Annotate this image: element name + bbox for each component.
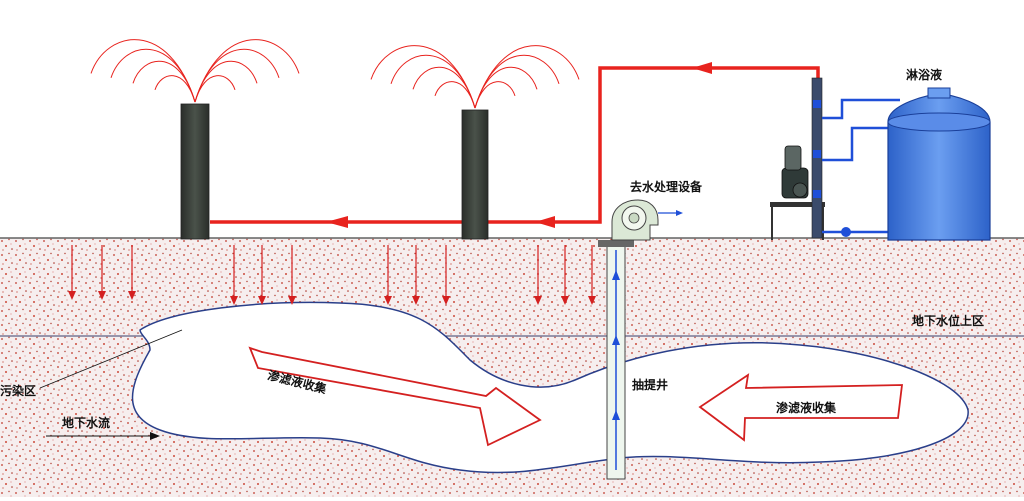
pipe-arrow-mid [326,216,348,228]
label-pollution-zone: 污染区 [0,384,37,398]
infiltration-arrow-head [288,296,296,305]
infiltration-arrow-head [98,291,106,300]
groundwater-flow-head [150,432,160,440]
pollution-plume [131,301,969,474]
label-groundwater-zone: 地下水位上区 [912,314,985,328]
label-treatment-equipment: 去水处理设备 [630,180,703,194]
spray-arc [194,75,236,103]
infiltration-arrow-head [412,296,420,305]
infiltration-arrow-head [258,296,266,305]
label-leaching-tank: 淋浴液 [906,68,943,82]
spray-arc [370,45,476,109]
pump-station [770,77,825,240]
well-cap [598,240,634,247]
infiltration-arrows [68,245,596,305]
infiltration-arrow-head [534,296,542,305]
well-flow-arrow-2 [612,335,620,345]
infiltration-arrow-head [561,296,569,305]
well-flow-arrow-1 [612,270,620,280]
treatment-unit [611,199,683,241]
infiltration-arrow-head [68,291,76,300]
spray-arc [434,81,476,109]
spray-arc [474,66,538,109]
valve [841,227,851,237]
label-extraction-well: 抽提井 [632,378,669,392]
infiltration-arrow-head [230,296,238,305]
infiltration-arrow-head [384,296,392,305]
spray-arc [90,39,196,103]
spray-arc [412,66,476,109]
infiltration-arrow-head [128,291,136,300]
leachate-arrow-left [248,346,542,447]
spray-fountain-left [90,39,300,103]
spray-fountain-right [370,45,580,109]
leaching-tank [887,87,991,241]
spray-arc [474,81,516,109]
spray-arc [194,60,258,103]
well-flow-arrow-3 [612,410,620,420]
infiltration-arrow-head [442,296,450,305]
infiltration-arrow-head [588,296,596,305]
pipe-arrow-right [535,216,555,228]
spray-arc [474,45,580,109]
spray-arc [132,60,196,103]
spray-tower-left [180,103,210,240]
label-groundwater-flow: 地下水流 [62,416,111,430]
spray-arc [194,39,300,103]
label-leachate-collection-right: 渗滤液收集 [776,401,837,415]
spray-tower-right [461,109,489,240]
pipe-arrow-top [692,62,712,74]
distribution-pipe [488,66,820,224]
leachate-arrow-right [698,373,904,442]
water-line-upper [822,98,900,120]
spray-arc [154,75,196,103]
water-line-lower [822,126,895,162]
pollution-leader [39,329,183,389]
